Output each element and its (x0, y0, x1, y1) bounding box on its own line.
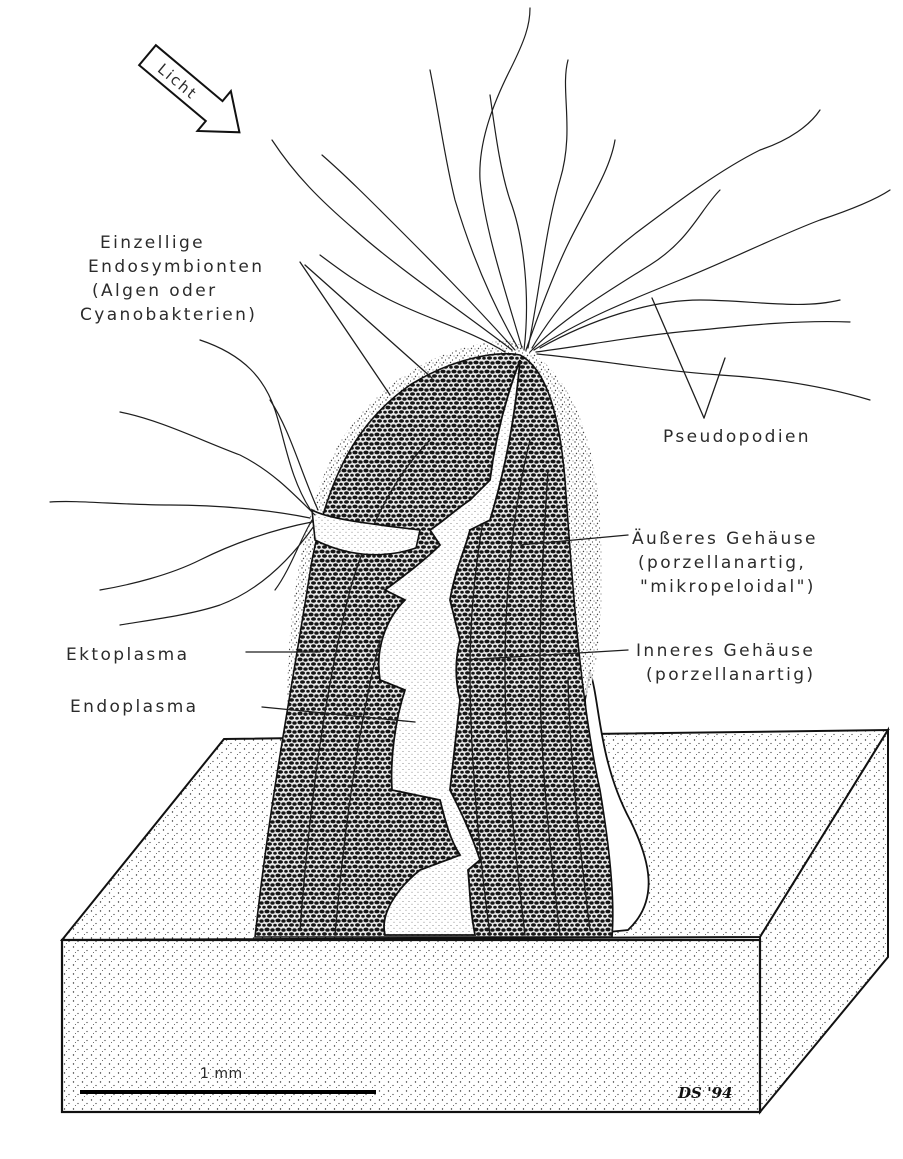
light-arrow: Licht (131, 35, 256, 152)
pseudopodia-top (272, 8, 890, 400)
signature: DS '94 (677, 1084, 733, 1102)
label-outer-shell-3: "mikropeloidal") (640, 577, 816, 597)
label-outer-shell-1: Äußeres Gehäuse (632, 528, 818, 549)
label-inner-shell-1: Inneres Gehäuse (636, 641, 815, 661)
label-pseudopodia: Pseudopodien (663, 427, 811, 447)
label-endosymbionts-4: Cyanobakterien) (80, 305, 257, 325)
label-endosymbionts-1: Einzellige (100, 233, 205, 253)
block-front-face (62, 940, 760, 1112)
label-endoplasm: Endoplasma (70, 697, 198, 717)
label-ectoplasm: Ektoplasma (66, 645, 189, 665)
label-outer-shell-2: (porzellanartig, (638, 553, 806, 573)
label-endosymbionts-2: Endosymbionten (88, 257, 264, 277)
pseudopodia-side (50, 340, 318, 625)
scale-bar-label: 1 mm (200, 1066, 243, 1082)
label-inner-shell-2: (porzellanartig) (646, 665, 815, 685)
label-endosymbionts-3: (Algen oder (92, 281, 217, 301)
